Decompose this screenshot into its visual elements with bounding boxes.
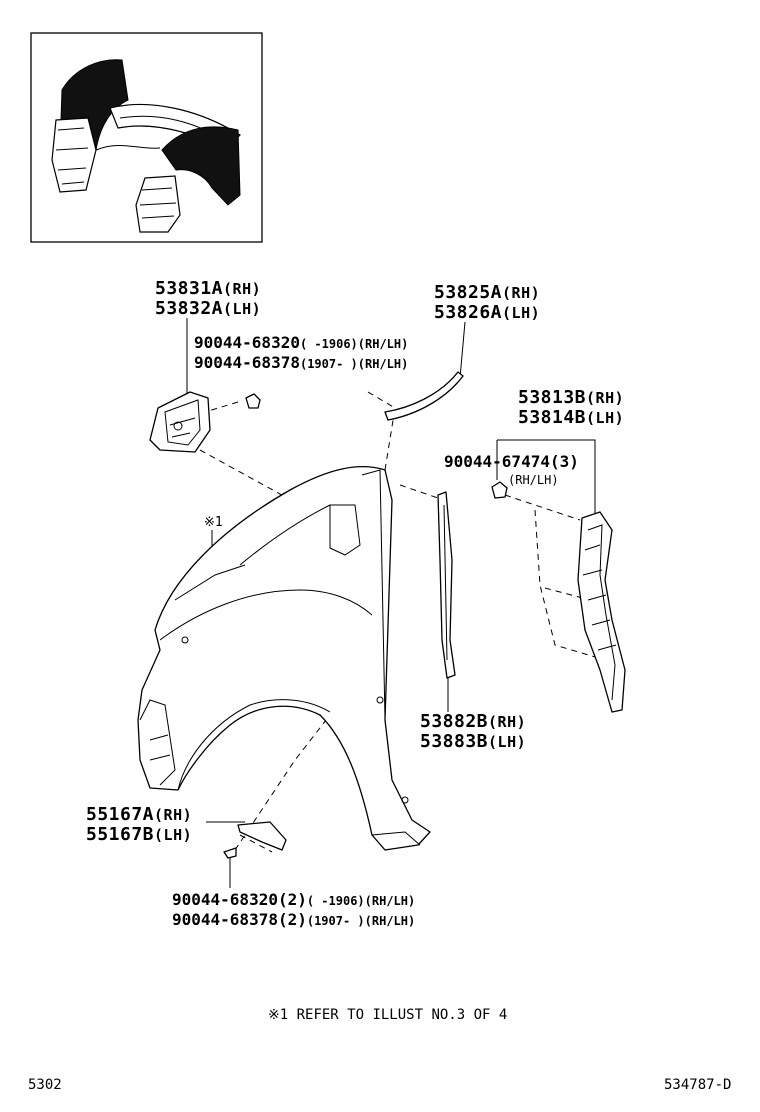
callout-53832A: 53832A(LH) bbox=[155, 300, 261, 318]
part-number: 55167A bbox=[86, 804, 155, 825]
fastener-90044-68320-2: 90044-68320(2)( -1906)(RH/LH) bbox=[172, 892, 415, 908]
part-number: 53826A bbox=[434, 302, 503, 323]
fender-seal bbox=[437, 491, 456, 679]
part-number: 55167B bbox=[86, 824, 155, 845]
side-label: (LH) bbox=[488, 733, 527, 751]
assembly-lines bbox=[199, 391, 613, 853]
fastener-note-rhlh: (RH/LH) bbox=[508, 473, 559, 487]
mudguard-liner bbox=[237, 821, 287, 851]
part-number: 90044-68378(2) bbox=[172, 910, 307, 929]
part-number: 90044-68320 bbox=[194, 333, 300, 352]
side-label: (RH) bbox=[154, 806, 193, 824]
clip-right bbox=[491, 481, 508, 499]
part-number: 53832A bbox=[155, 298, 224, 319]
callout-53826A: 53826A(LH) bbox=[434, 304, 540, 322]
moulding-strip bbox=[384, 371, 464, 421]
part-number: 53883B bbox=[420, 731, 489, 752]
fastener-90044-68378-2: 90044-68378(2)(1907- )(RH/LH) bbox=[172, 912, 415, 928]
callout-53814B: 53814B(LH) bbox=[518, 409, 624, 427]
part-number: 90044-68378 bbox=[194, 353, 300, 372]
reference-mark: ※1 bbox=[204, 515, 223, 530]
part-number: 53882B bbox=[420, 711, 489, 732]
callout-55167A: 55167A(RH) bbox=[86, 806, 192, 824]
callout-53813B: 53813B(RH) bbox=[518, 389, 624, 407]
callout-53883B: 53883B(LH) bbox=[420, 733, 526, 751]
side-label: (LH) bbox=[502, 304, 541, 322]
fastener-90044-67474: 90044-67474(3) bbox=[444, 454, 579, 470]
side-label: (RH) bbox=[586, 389, 625, 407]
fastener-note: ( -1906)(RH/LH) bbox=[306, 894, 416, 908]
fastener-90044-68320: 90044-68320( -1906)(RH/LH) bbox=[194, 335, 408, 351]
side-label: (LH) bbox=[223, 300, 262, 318]
part-number: 90044-67474(3) bbox=[444, 452, 579, 471]
callout-53825A: 53825A(RH) bbox=[434, 284, 540, 302]
side-label: (RH) bbox=[502, 284, 541, 302]
part-number: 53814B bbox=[518, 407, 587, 428]
part-number: 53825A bbox=[434, 282, 503, 303]
illustration-id: 534787-D bbox=[664, 1077, 732, 1093]
overview-inset bbox=[30, 32, 263, 243]
side-label: (RH) bbox=[223, 280, 262, 298]
fender-panel bbox=[137, 465, 431, 851]
fastener-note: (1907- )(RH/LH) bbox=[306, 914, 416, 928]
reference-note: ※1 REFER TO ILLUST NO.3 OF 4 bbox=[268, 1007, 508, 1023]
page-code: 5302 bbox=[28, 1077, 62, 1093]
fastener-90044-68378: 90044-68378(1907- )(RH/LH) bbox=[194, 355, 408, 371]
side-label: (LH) bbox=[154, 826, 193, 844]
nut-upper-left bbox=[245, 393, 261, 409]
callout-53882B: 53882B(RH) bbox=[420, 713, 526, 731]
fastener-note: ( -1906)(RH/LH) bbox=[299, 337, 409, 351]
part-number: 53831A bbox=[155, 278, 224, 299]
part-number: 90044-68320(2) bbox=[172, 890, 307, 909]
fastener-note: (1907- )(RH/LH) bbox=[299, 357, 409, 371]
screw-lower bbox=[223, 847, 237, 859]
bracket-right bbox=[577, 511, 626, 713]
callout-55167B: 55167B(LH) bbox=[86, 826, 192, 844]
part-number: 53813B bbox=[518, 387, 587, 408]
side-label: (RH) bbox=[488, 713, 527, 731]
callout-53831A: 53831A(RH) bbox=[155, 280, 261, 298]
bracket-upper-left bbox=[149, 391, 211, 453]
side-label: (LH) bbox=[586, 409, 625, 427]
